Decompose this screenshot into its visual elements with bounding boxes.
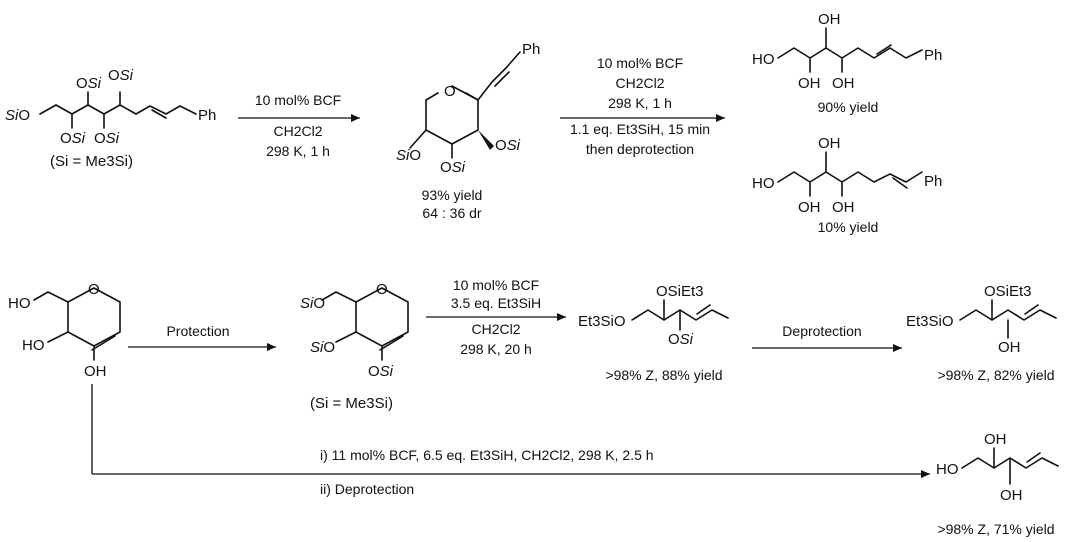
svg-text:298 K, 1 h: 298 K, 1 h: [608, 95, 672, 111]
product3-yield: >98% Z, 71% yield: [937, 521, 1054, 537]
svg-text:OH: OH: [984, 431, 1007, 448]
protected-glucal: O SiO SiO OSi (Si = Me3Si): [300, 281, 409, 412]
step1-conditions: 298 K, 1 h: [266, 143, 330, 159]
svg-text:Et3SiO: Et3SiO: [578, 313, 626, 330]
svg-text:1.1 eq. Et3SiH, 15 min: 1.1 eq. Et3SiH, 15 min: [570, 121, 710, 137]
reaction-arrow-1: 10 mol% BCF CH2Cl2 298 K, 1 h: [238, 92, 360, 159]
svg-text:HO: HO: [752, 51, 775, 68]
product-silyl-z-alkene: Et3SiO OSiEt3 OSi >98% Z, 88% yield: [578, 283, 729, 383]
pyran-yield: 93% yield: [422, 187, 483, 203]
svg-text:OH: OH: [1000, 487, 1023, 504]
svg-text:OSi: OSi: [76, 75, 102, 92]
product1-yield: >98% Z, 88% yield: [605, 367, 722, 383]
svg-text:298 K, 20 h: 298 K, 20 h: [460, 341, 532, 357]
svg-text:HO: HO: [936, 461, 959, 478]
silyl-definition: (Si = Me3Si): [50, 153, 133, 170]
reaction-arrow-2: 10 mol% BCF CH2Cl2 298 K, 1 h 1.1 eq. Et…: [560, 55, 725, 157]
svg-text:OH: OH: [832, 199, 855, 216]
svg-text:OH: OH: [84, 363, 107, 380]
svg-text:10 mol% BCF: 10 mol% BCF: [453, 277, 539, 293]
starting-material-silyl-alkene: SiO OSi OSi OSi OSi Ph (Si = Me3Si): [5, 67, 216, 170]
one-pot-deprotection: ii) Deprotection: [320, 481, 414, 497]
svg-text:CH2Cl2: CH2Cl2: [615, 75, 664, 91]
svg-text:then deprotection: then deprotection: [586, 141, 694, 157]
svg-text:OSiEt3: OSiEt3: [984, 283, 1032, 300]
product2-yield: >98% Z, 82% yield: [937, 367, 1054, 383]
svg-text:Ph: Ph: [522, 41, 540, 58]
deprotection-label: Deprotection: [782, 323, 861, 339]
svg-text:OH: OH: [798, 75, 821, 92]
svg-text:SiO: SiO: [300, 295, 325, 312]
product-minor-tetraol: HO Ph OH OH OH 10% yield: [752, 135, 942, 235]
svg-text:OH: OH: [818, 135, 841, 152]
one-pot-conditions: i) 11 mol% BCF, 6.5 eq. Et3SiH, CH2Cl2, …: [320, 447, 654, 463]
reduction-arrow: 10 mol% BCF 3.5 eq. Et3SiH CH2Cl2 298 K,…: [426, 277, 566, 357]
svg-text:O: O: [444, 83, 456, 100]
svg-text:Ph: Ph: [924, 173, 942, 190]
svg-text:Et3SiO: Et3SiO: [906, 313, 954, 330]
atom-label: SiO: [5, 107, 30, 124]
svg-text:OSiEt3: OSiEt3: [656, 283, 704, 300]
major-yield: 90% yield: [818, 99, 879, 115]
svg-text:HO: HO: [752, 175, 775, 192]
step1-solvent: CH2Cl2: [273, 123, 322, 139]
pyran-dr: 64 : 36 dr: [422, 205, 481, 221]
deprotection-arrow: Deprotection: [752, 323, 902, 352]
svg-text:OSi: OSi: [668, 331, 694, 348]
svg-text:OSi: OSi: [495, 137, 521, 154]
svg-text:OH: OH: [832, 75, 855, 92]
product-major-tetraol: HO Ph OH OH OH 90% yield: [752, 11, 942, 115]
svg-text:SiO: SiO: [396, 147, 421, 164]
pyran-intermediate: O Ph SiO OSi OSi 93% yield 64 : 36 dr: [396, 41, 540, 221]
svg-text:OSi: OSi: [440, 159, 466, 176]
product-triol-z-alkene: HO OH OH >98% Z, 71% yield: [936, 431, 1059, 537]
svg-text:SiO: SiO: [310, 339, 335, 356]
svg-text:CH2Cl2: CH2Cl2: [471, 321, 520, 337]
svg-text:OSi: OSi: [94, 130, 120, 147]
product-deprotected-alcohol: Et3SiO OSiEt3 OH >98% Z, 82% yield: [906, 283, 1057, 383]
svg-text:OSi: OSi: [368, 363, 394, 380]
svg-text:3.5 eq. Et3SiH: 3.5 eq. Et3SiH: [451, 295, 541, 311]
svg-text:HO: HO: [22, 337, 45, 354]
one-pot-arrow: i) 11 mol% BCF, 6.5 eq. Et3SiH, CH2Cl2, …: [91, 384, 930, 497]
protection-label: Protection: [166, 323, 229, 339]
silyl-definition-2: (Si = Me3Si): [310, 395, 393, 412]
svg-text:OH: OH: [998, 339, 1021, 356]
minor-yield: 10% yield: [818, 219, 879, 235]
protection-arrow: Protection: [128, 323, 276, 351]
svg-text:10 mol% BCF: 10 mol% BCF: [597, 55, 683, 71]
glucal-starting-material: O HO HO OH: [8, 281, 121, 380]
svg-text:O: O: [88, 281, 100, 298]
svg-text:Ph: Ph: [198, 107, 216, 124]
svg-text:O: O: [376, 281, 388, 298]
svg-text:HO: HO: [8, 295, 31, 312]
svg-text:OH: OH: [818, 11, 841, 28]
step1-catalyst: 10 mol% BCF: [255, 92, 341, 108]
svg-text:OSi: OSi: [108, 67, 134, 84]
svg-text:OSi: OSi: [60, 130, 86, 147]
svg-text:Ph: Ph: [924, 47, 942, 64]
svg-text:OH: OH: [798, 199, 821, 216]
